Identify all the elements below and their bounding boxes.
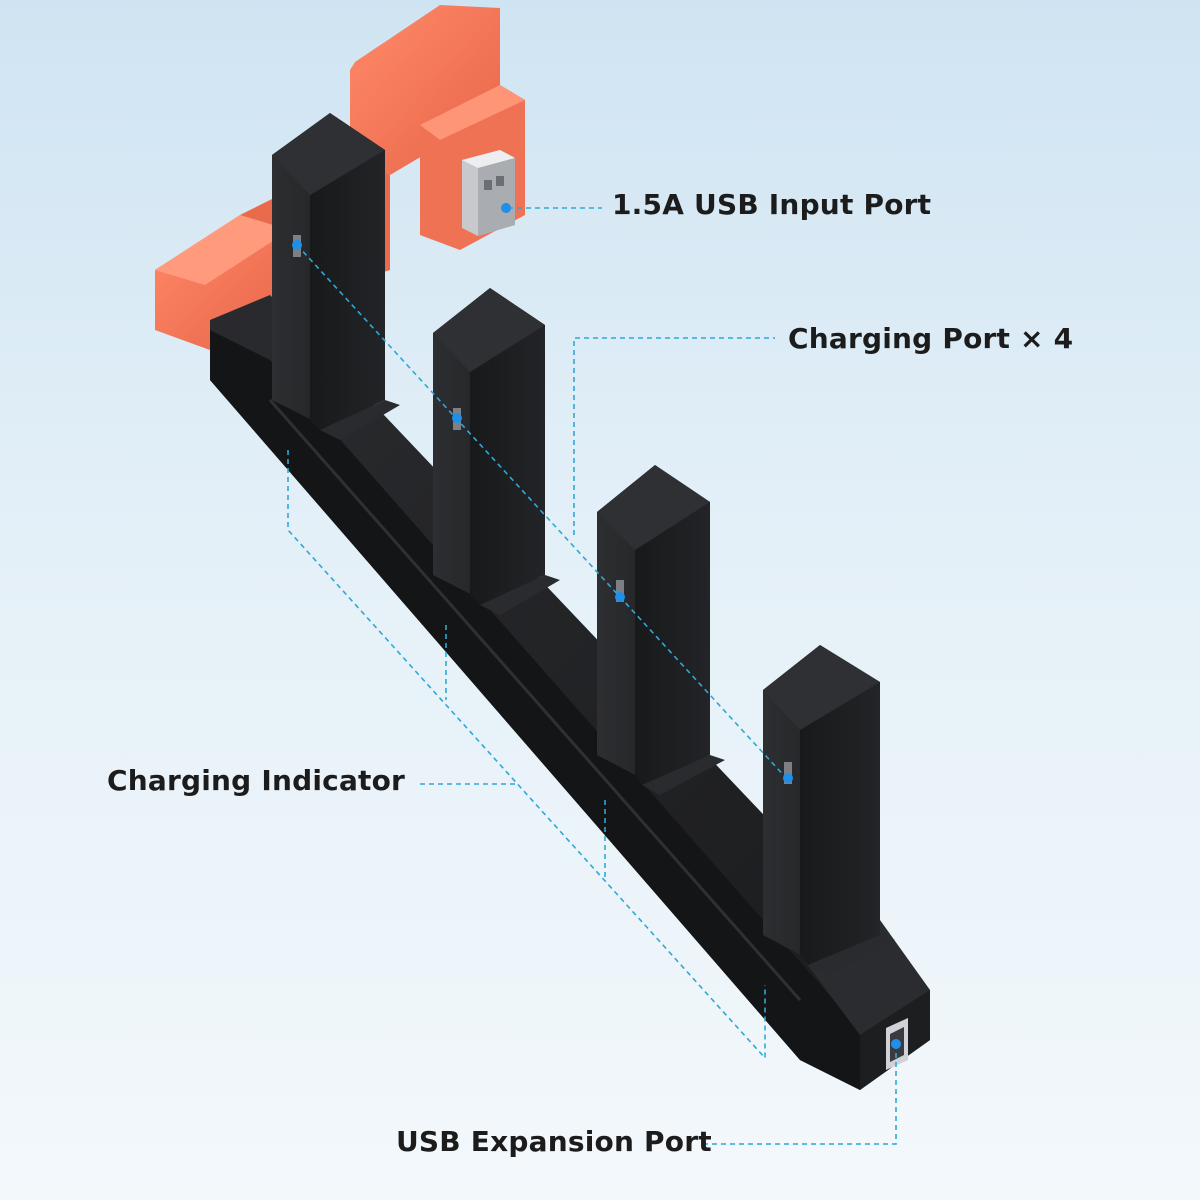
charging-pillar-1 [272, 113, 400, 440]
marker-dot-usb-input [501, 203, 511, 213]
marker-dots [292, 203, 901, 1049]
callout-usb-input-port: 1.5A USB Input Port [612, 188, 932, 221]
marker-dot-port-1 [292, 240, 302, 250]
charging-pillar-3 [597, 465, 725, 795]
callout-usb-expansion-port: USB Expansion Port [396, 1125, 712, 1158]
usb-plug-icon [462, 150, 515, 236]
marker-dot-expansion [891, 1039, 901, 1049]
charging-pillar-2 [433, 288, 560, 615]
leader-expansion [706, 1044, 897, 1145]
callout-charging-indicator: Charging Indicator [107, 764, 406, 797]
leader-charging-ports [296, 244, 789, 781]
leader-charging-port-callout [573, 337, 775, 535]
leader-indicator-bracket [287, 450, 766, 1061]
marker-dot-port-3 [615, 592, 625, 602]
marker-dot-port-2 [452, 413, 462, 423]
callout-charging-port: Charging Port × 4 [788, 322, 1074, 355]
marker-dot-port-4 [783, 773, 793, 783]
charging-pillar-4 [763, 645, 895, 975]
leader-lines [287, 207, 897, 1145]
